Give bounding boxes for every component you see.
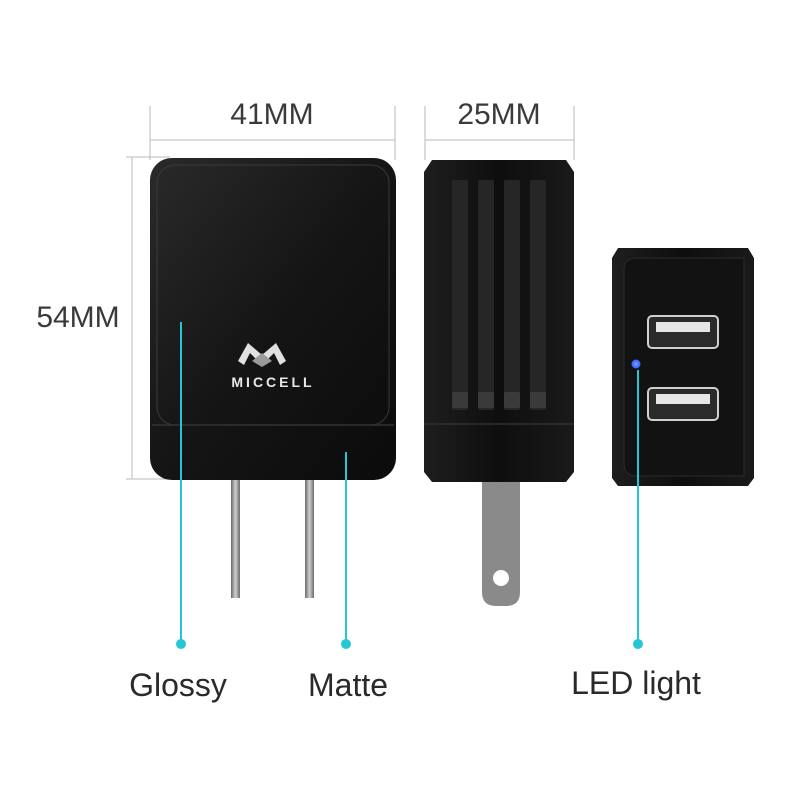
prong-right (305, 478, 314, 598)
prong-left (231, 478, 240, 598)
usb-port-bottom (647, 387, 719, 421)
charger-side-view (424, 160, 574, 606)
callout-glossy (176, 322, 186, 649)
front-body (150, 158, 396, 480)
miccell-logo-icon (238, 343, 286, 367)
callout-glossy-label: Glossy (129, 667, 227, 703)
dimension-height (126, 156, 170, 480)
callout-led (633, 370, 643, 649)
callout-matte-label: Matte (308, 667, 388, 703)
dimension-depth (424, 106, 575, 160)
charger-front-view: MICCELL (150, 158, 396, 598)
callout-led-label: LED light (571, 665, 701, 701)
side-prong (482, 476, 520, 606)
side-ribs (452, 180, 546, 410)
width-label: 41MM (230, 98, 313, 131)
brand-name: MICCELL (231, 374, 314, 390)
side-body (424, 160, 574, 482)
height-label: 54MM (36, 301, 119, 334)
led-indicator-icon (631, 359, 641, 369)
dimension-width (149, 106, 396, 160)
charger-usb-view (612, 248, 754, 486)
callout-matte (341, 452, 351, 649)
depth-label: 25MM (457, 98, 540, 131)
usb-port-top (647, 315, 719, 349)
